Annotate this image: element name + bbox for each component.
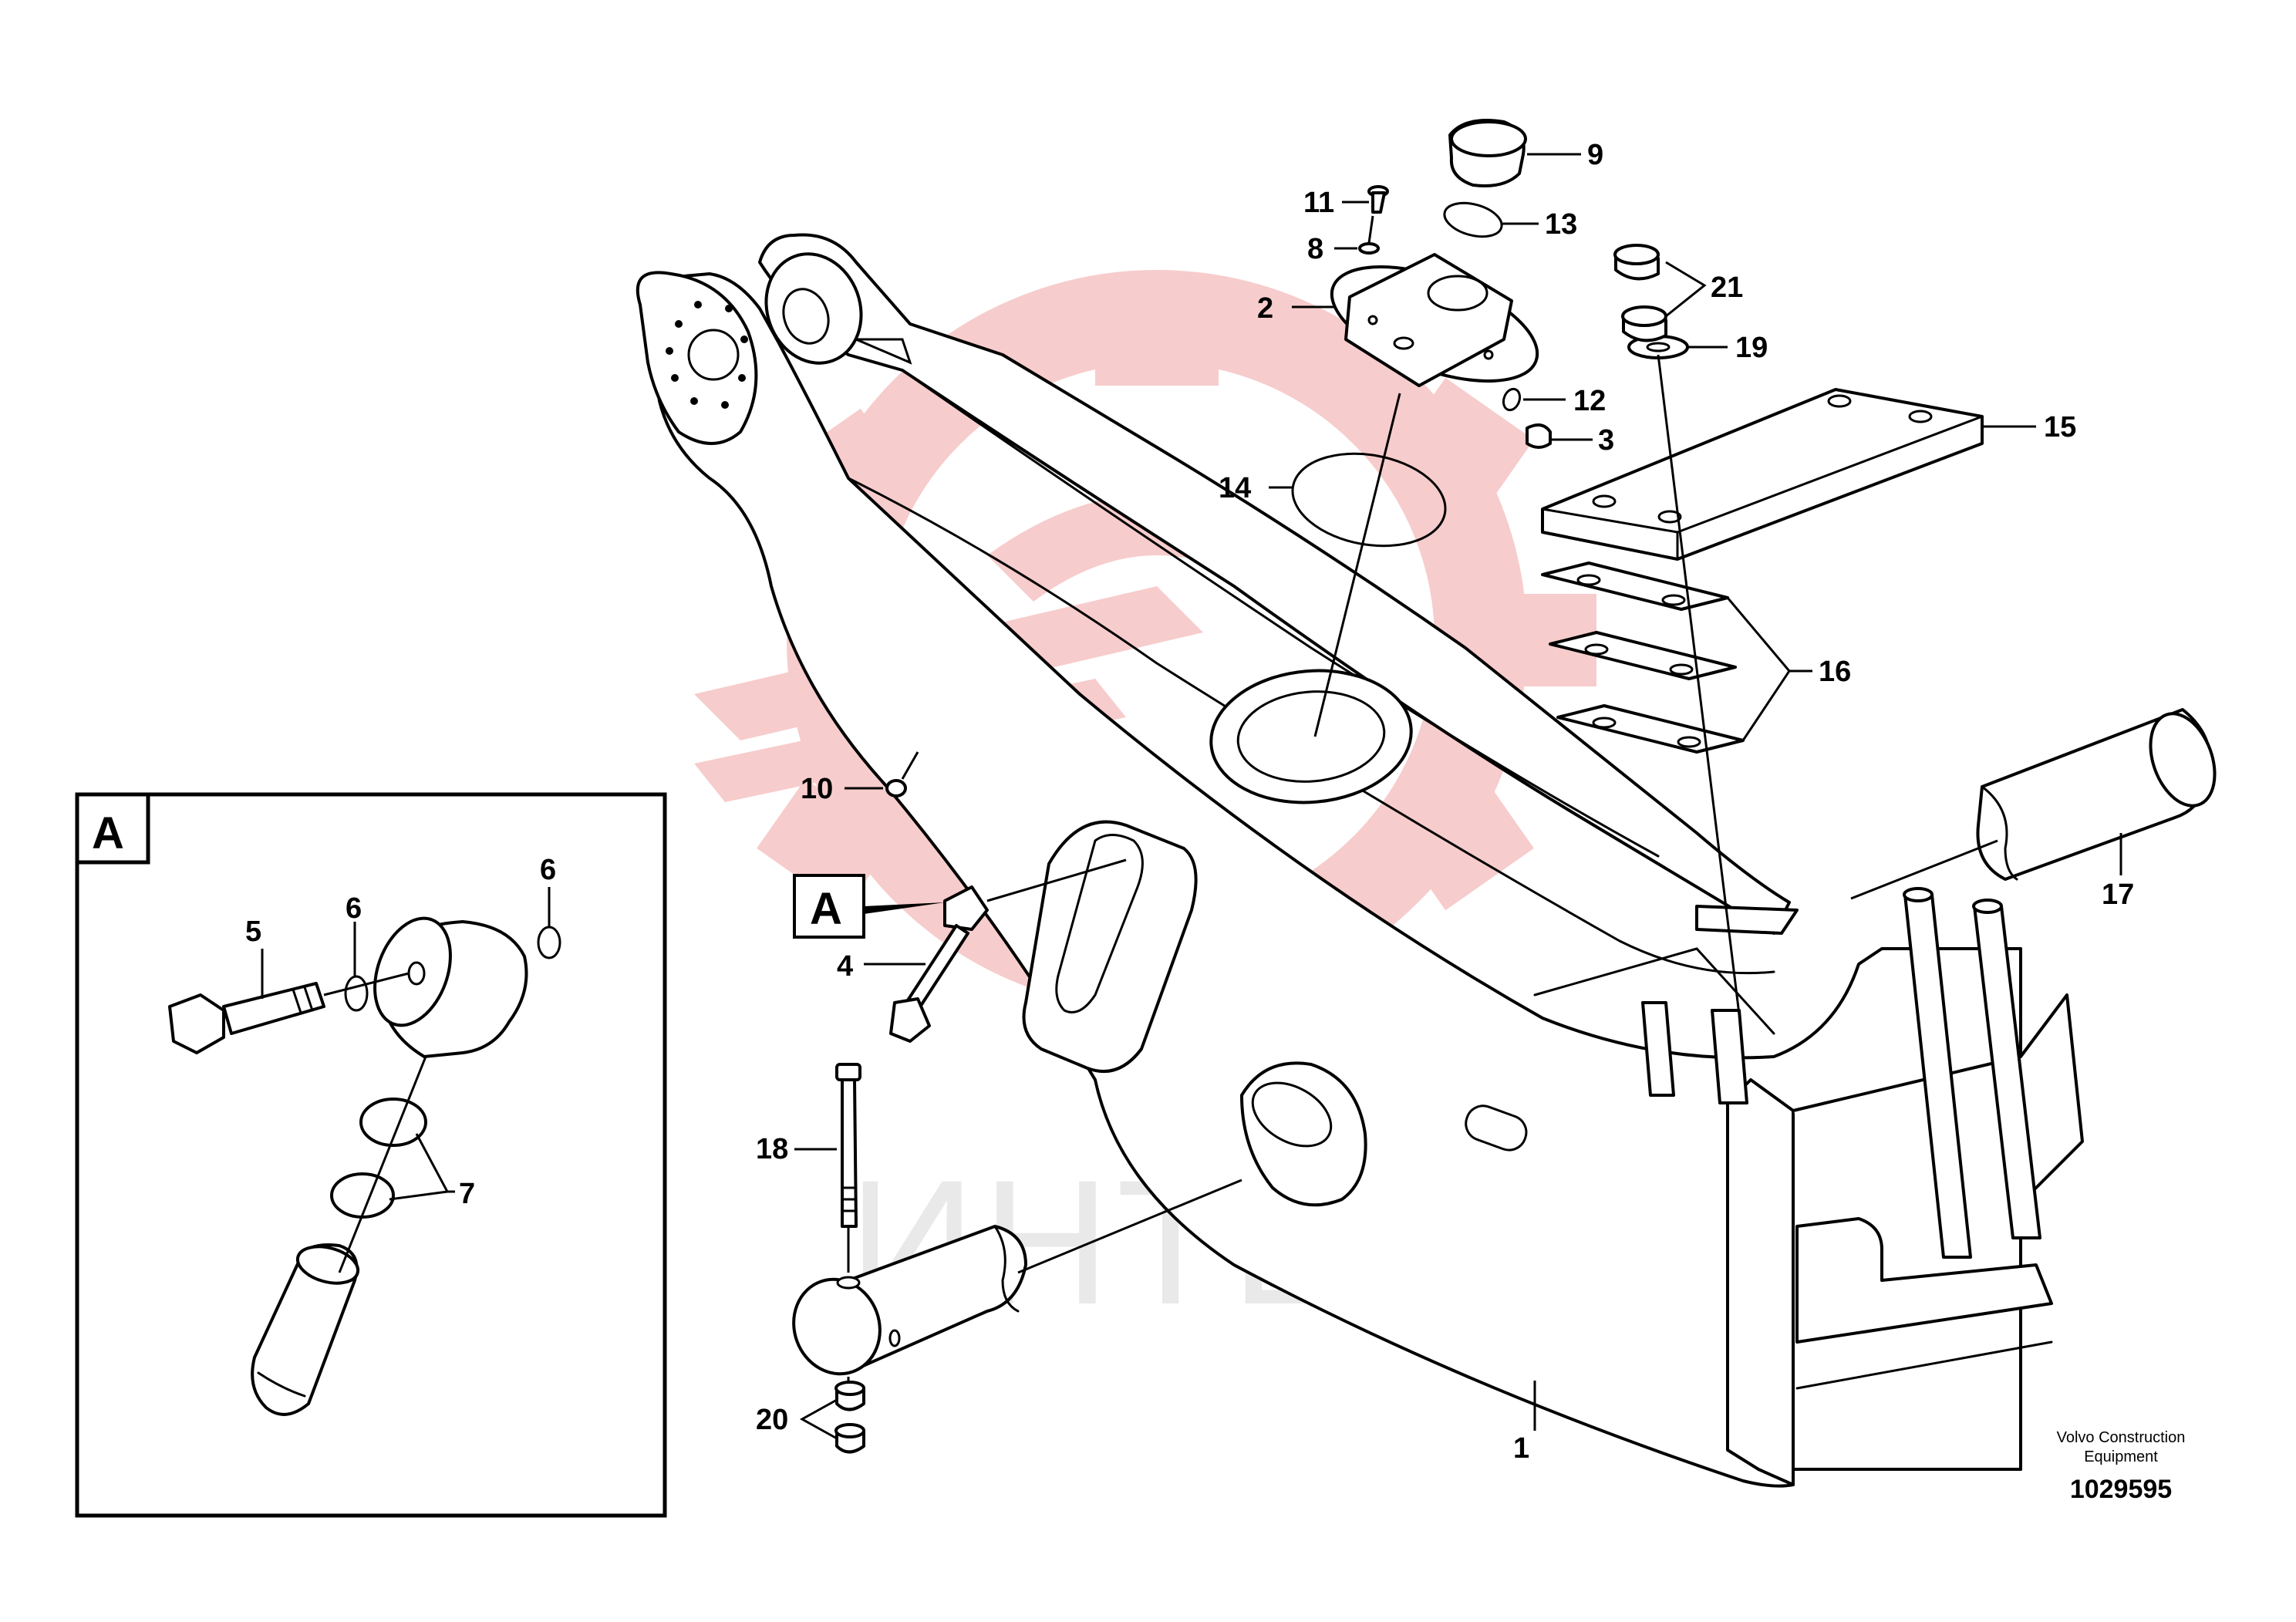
cover-2	[1330, 253, 1539, 387]
callout-2: 2	[1257, 292, 1273, 325]
detail-a-letter: A	[92, 808, 124, 858]
link-4	[864, 858, 1127, 1043]
callout-7: 7	[459, 1178, 475, 1210]
callout-15: 15	[2044, 411, 2076, 443]
callout-19: 19	[1735, 332, 1768, 364]
callout-4: 4	[837, 950, 853, 983]
callout-21: 21	[1711, 271, 1743, 304]
callout-17: 17	[2102, 878, 2134, 911]
callout-11: 11	[1303, 187, 1334, 219]
washer-8	[1334, 242, 1380, 255]
detail-a-panel	[75, 792, 667, 1518]
detail-a-reference	[793, 874, 945, 939]
screw-3	[1526, 423, 1593, 449]
plug-9	[1448, 119, 1581, 187]
callout-12: 12	[1573, 385, 1606, 417]
oring-12	[1502, 387, 1566, 412]
nuts-20	[799, 1381, 865, 1454]
pin-17	[1850, 708, 2217, 900]
bolt-18	[794, 1063, 861, 1273]
drawing-number: 1029595	[2070, 1475, 2172, 1504]
callout-20: 20	[756, 1404, 788, 1436]
callout-3: 3	[1598, 424, 1614, 457]
nuts-21	[1613, 244, 1707, 342]
bolt-11	[1342, 185, 1389, 214]
oring-14	[1269, 452, 1447, 548]
callout-10: 10	[801, 773, 833, 805]
callout-labels: 1 2 3 4 5 6 6 7 8 9 10 11 12 13 14 15 16…	[92, 139, 2134, 1465]
plate-15	[1541, 388, 1984, 561]
credit-line-2: Equipment	[2084, 1448, 2158, 1465]
callout-13: 13	[1545, 208, 1577, 241]
callout-1: 1	[1513, 1432, 1529, 1465]
callout-14: 14	[1219, 472, 1251, 504]
shims-16	[1541, 561, 1812, 754]
plug-10	[845, 751, 919, 798]
callout-8: 8	[1307, 233, 1323, 265]
rods	[1641, 887, 2041, 1259]
oring-13	[1443, 201, 1539, 238]
pin-lower	[792, 1179, 1242, 1388]
credit-block: Volvo Construction Equipment 1029595	[2057, 1429, 2186, 1504]
bolt-5	[168, 949, 325, 1054]
callout-6-right: 6	[540, 854, 556, 886]
callout-18: 18	[756, 1133, 788, 1165]
detail-a-ref-letter: A	[810, 884, 842, 934]
callout-5: 5	[245, 916, 261, 948]
callout-16: 16	[1819, 656, 1851, 688]
callout-9: 9	[1587, 139, 1603, 171]
credit-line-1: Volvo Construction	[2057, 1429, 2186, 1446]
callout-6-left: 6	[346, 892, 362, 925]
